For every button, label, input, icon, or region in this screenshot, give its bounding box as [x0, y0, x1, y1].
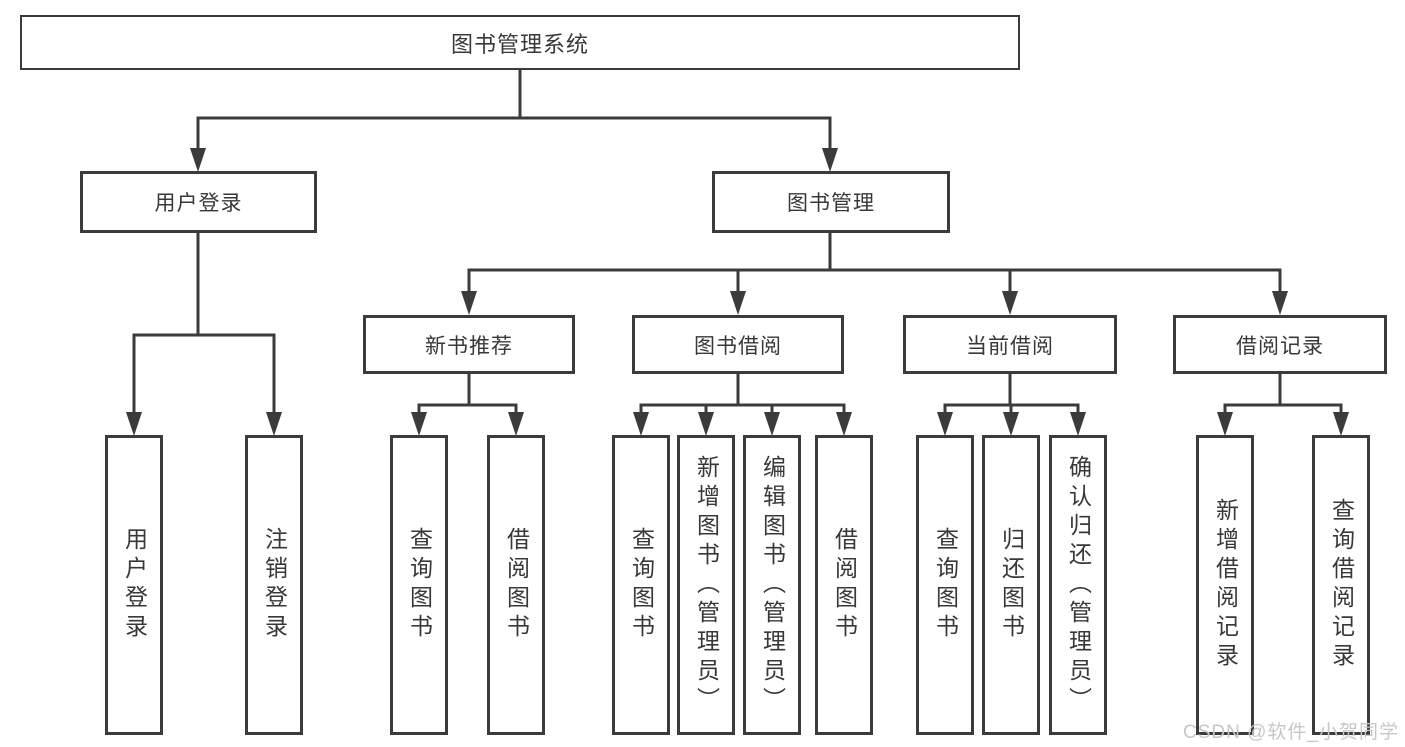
- node-system-root-label: 图书管理系统: [450, 31, 589, 57]
- node-book-borrowing: 图书借阅: [632, 315, 844, 374]
- leaf-borrow-add-books: 新增图书（管理员）: [677, 435, 735, 735]
- leaf-records-add-record-label: 新增借阅记录: [1212, 498, 1239, 672]
- node-new-book-recommend-label: 新书推荐: [425, 334, 513, 358]
- node-user-login: 用户登录: [80, 171, 317, 233]
- leaf-borrow-query-books: 查询图书: [612, 435, 670, 735]
- leaf-user-login: 用户登录: [105, 435, 163, 735]
- leaf-current-query-books: 查询图书: [916, 435, 974, 735]
- node-new-book-recommend: 新书推荐: [363, 315, 575, 374]
- leaf-current-confirm-return-label: 确认归还（管理员）: [1065, 454, 1092, 716]
- leaf-borrow-add-books-label: 新增图书（管理员）: [693, 454, 720, 716]
- leaf-records-query-record-label: 查询借阅记录: [1328, 498, 1355, 672]
- leaf-borrow-borrow-books: 借阅图书: [815, 435, 873, 735]
- leaf-recommend-query-books: 查询图书: [390, 435, 448, 735]
- node-book-management-label: 图书管理: [787, 192, 875, 215]
- leaf-records-query-record: 查询借阅记录: [1312, 435, 1370, 735]
- node-borrowing-records: 借阅记录: [1173, 315, 1387, 374]
- leaf-current-confirm-return: 确认归还（管理员）: [1049, 435, 1107, 735]
- node-borrowing-records-label: 借阅记录: [1236, 334, 1324, 358]
- leaf-borrow-edit-books: 编辑图书（管理员）: [743, 435, 801, 735]
- csdn-watermark: CSDN @软件_小贺同学: [1183, 722, 1399, 743]
- leaf-recommend-query-books-label: 查询图书: [406, 527, 433, 643]
- leaf-user-login-label: 用户登录: [121, 527, 148, 643]
- leaf-current-return-books: 归还图书: [982, 435, 1040, 735]
- node-book-borrowing-label: 图书借阅: [694, 334, 782, 358]
- leaf-borrow-borrow-books-label: 借阅图书: [831, 527, 858, 643]
- leaf-logout: 注销登录: [245, 435, 303, 735]
- leaf-current-return-books-label: 归还图书: [998, 527, 1025, 643]
- leaf-recommend-borrow-books: 借阅图书: [487, 435, 545, 735]
- leaf-records-add-record: 新增借阅记录: [1196, 435, 1254, 735]
- node-user-login-label: 用户登录: [154, 192, 243, 215]
- leaf-recommend-borrow-books-label: 借阅图书: [503, 527, 530, 643]
- node-current-borrowing: 当前借阅: [903, 315, 1117, 374]
- node-book-management: 图书管理: [712, 171, 950, 233]
- node-current-borrowing-label: 当前借阅: [966, 334, 1054, 358]
- leaf-borrow-edit-books-label: 编辑图书（管理员）: [759, 454, 786, 716]
- leaf-current-query-books-label: 查询图书: [932, 527, 959, 643]
- node-system-root: 图书管理系统: [20, 15, 1020, 70]
- leaf-logout-label: 注销登录: [261, 527, 288, 643]
- leaf-borrow-query-books-label: 查询图书: [628, 527, 655, 643]
